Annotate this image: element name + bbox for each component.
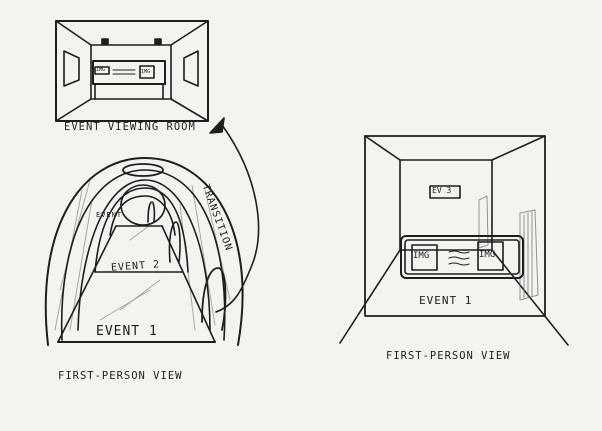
corridor-event-label: EVENT 1 [419,294,472,307]
corridor-panel-right-img: IMG [479,250,495,260]
tunnel-event1-label: EVENT 1 [96,324,158,339]
room-thumb-left: IMG [96,67,105,73]
event-viewing-room-sketch [56,21,208,121]
room-label: EVENT VIEWING ROOM [64,121,196,133]
corridor-sketch [340,136,568,345]
tunnel-event3-label: EVENT [96,211,122,219]
corridor-caption: FIRST-PERSON VIEW [386,350,510,362]
corridor-panel-left-img: IMG [413,251,429,261]
tunnel-sketch [46,158,243,345]
tunnel-shading [55,180,230,330]
corridor-end-label: EV 3 [432,186,451,195]
room-thumb-right: IMG [141,69,150,75]
tunnel-caption: FIRST-PERSON VIEW [58,370,182,382]
corridor-door-shading [479,196,538,300]
